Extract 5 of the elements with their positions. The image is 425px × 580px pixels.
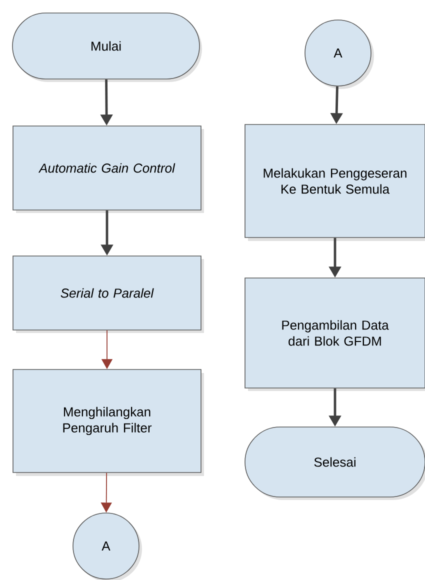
process-box: Menghilangkan Pengaruh Filter [12, 369, 204, 476]
process-box: Serial to Paralel [12, 256, 204, 333]
process-box: Automatic Gain Control [12, 126, 204, 213]
process-box: Pengambilan Data dari Blok GFDM [244, 278, 425, 391]
process-box: Melakukan Penggeseran Ke Bentuk Semula [244, 124, 425, 241]
